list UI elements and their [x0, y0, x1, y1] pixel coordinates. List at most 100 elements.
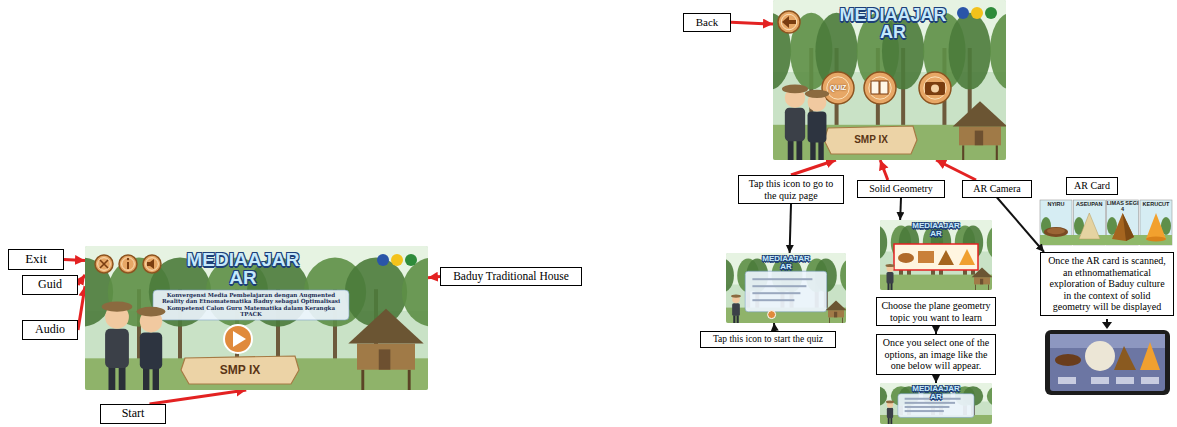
circle-shape	[768, 311, 776, 319]
rect-shape	[1058, 377, 1076, 384]
polygon-shape	[1146, 213, 1166, 239]
callout-text: Audio	[27, 323, 73, 337]
label-slot: ASEUPAN	[1073, 202, 1105, 208]
polygon-shape	[938, 250, 954, 265]
circle-shape	[127, 258, 129, 260]
ellipse-shape	[949, 13, 991, 90]
ellipse-shape	[345, 258, 407, 327]
flow-arrow	[935, 326, 937, 334]
ellipse-shape	[1044, 227, 1068, 237]
polygon-shape	[1114, 346, 1136, 370]
rect-shape	[773, 0, 1006, 160]
ar-scan-photo	[1045, 330, 1170, 395]
callout-text: AR Card	[1071, 180, 1113, 192]
app-title: MEDIAAJAR AR	[908, 385, 964, 400]
path-shape	[100, 260, 108, 268]
rect-shape	[888, 283, 890, 290]
text-slot: MEDIAAJAR AR	[908, 222, 964, 237]
rect-shape	[818, 141, 823, 160]
rect-shape	[887, 272, 894, 284]
app-screenshot: MEDIAAJAR AR	[726, 253, 846, 323]
callout-box: AR Card	[1066, 177, 1118, 195]
app-subtitle: Konvergensi Media Pembelajaran dengan Au…	[157, 292, 345, 318]
card-label: KERUCUT	[1140, 202, 1172, 208]
circle-shape	[887, 402, 893, 408]
red-arrow	[428, 277, 440, 278]
ellipse-shape	[805, 90, 829, 98]
app-screenshot: MEDIAAJAR AR	[880, 383, 992, 424]
ellipse-shape	[886, 401, 894, 404]
callout-box: Once you select one of the options, an i…	[876, 334, 996, 375]
circle-shape	[95, 255, 113, 273]
label-slot: KERUCUT	[1140, 202, 1172, 208]
circle-shape	[122, 258, 135, 271]
red-arrow	[78, 286, 85, 330]
circle-shape	[1085, 341, 1115, 371]
callout-text: Tap this icon to start the quiz	[705, 334, 831, 345]
circle-shape	[778, 11, 800, 33]
rect-shape	[785, 108, 805, 141]
app-title: MEDIAAJAR AR	[758, 255, 814, 270]
app-screenshot: MEDIAAJAR ARQUIZSMP IX	[773, 0, 1006, 160]
rect-shape	[153, 368, 159, 390]
rect-shape	[408, 370, 411, 390]
circle-shape	[869, 77, 891, 99]
circle-shape	[781, 14, 796, 29]
polygon-shape	[826, 301, 846, 311]
polygon-shape	[972, 268, 992, 278]
circle-shape	[957, 7, 969, 19]
rect-shape	[1045, 330, 1170, 395]
callout-text: Back	[688, 16, 726, 29]
circle-shape	[146, 258, 159, 271]
callout-text: AR Camera	[967, 183, 1027, 195]
card-label: NYIRU	[1040, 202, 1072, 208]
rect-shape	[810, 141, 815, 160]
red-arrow	[150, 390, 247, 404]
app-screenshot: MEDIAAJAR AR	[880, 220, 992, 290]
rect-shape	[959, 126, 1001, 145]
rect-shape	[109, 366, 116, 390]
circle-shape	[119, 255, 137, 273]
polygon-shape	[1112, 213, 1134, 241]
polygon-shape	[959, 249, 975, 265]
circle-shape	[985, 7, 997, 19]
polygon-shape	[1140, 342, 1160, 370]
flow-arrow	[899, 198, 902, 221]
circle-shape	[377, 254, 389, 266]
rect-shape	[988, 284, 990, 290]
callout-text: Tap this icon to go to the quiz page	[743, 178, 839, 201]
rect-shape	[85, 246, 428, 390]
rect-shape	[880, 81, 888, 94]
app-title: MEDIAAJAR AR	[835, 7, 951, 41]
rect-shape	[842, 317, 844, 323]
callout-text: Guid	[27, 278, 73, 292]
rect-shape	[829, 317, 831, 323]
callout-box: Back	[683, 13, 731, 32]
rect-shape	[105, 329, 129, 368]
rect-shape	[127, 262, 129, 269]
ellipse-shape	[102, 302, 133, 312]
circle-shape	[924, 77, 946, 99]
callout-text: Baduy Traditional House	[445, 270, 577, 283]
flow-arrow	[790, 204, 791, 253]
ellipse-shape	[990, 13, 1006, 90]
polygon-shape	[348, 309, 423, 344]
circle-shape	[224, 325, 252, 353]
rect-shape	[894, 244, 978, 270]
ellipse-shape	[1047, 228, 1065, 234]
rect-shape	[887, 408, 893, 418]
rect-shape	[726, 253, 846, 323]
rect-shape	[888, 418, 890, 424]
rect-shape	[905, 402, 955, 404]
ellipse-shape	[898, 253, 914, 263]
rect-shape	[1141, 377, 1159, 384]
circle-shape	[405, 254, 417, 266]
rect-shape	[808, 111, 827, 142]
rect-shape	[905, 410, 944, 412]
app-title: MEDIAAJAR AR	[181, 251, 305, 287]
callout-text: Exit	[13, 252, 59, 267]
flow-arrow	[997, 198, 1044, 253]
ellipse-shape	[987, 386, 992, 406]
rect-shape	[975, 284, 977, 290]
text-slot: QUIZ	[820, 84, 856, 91]
